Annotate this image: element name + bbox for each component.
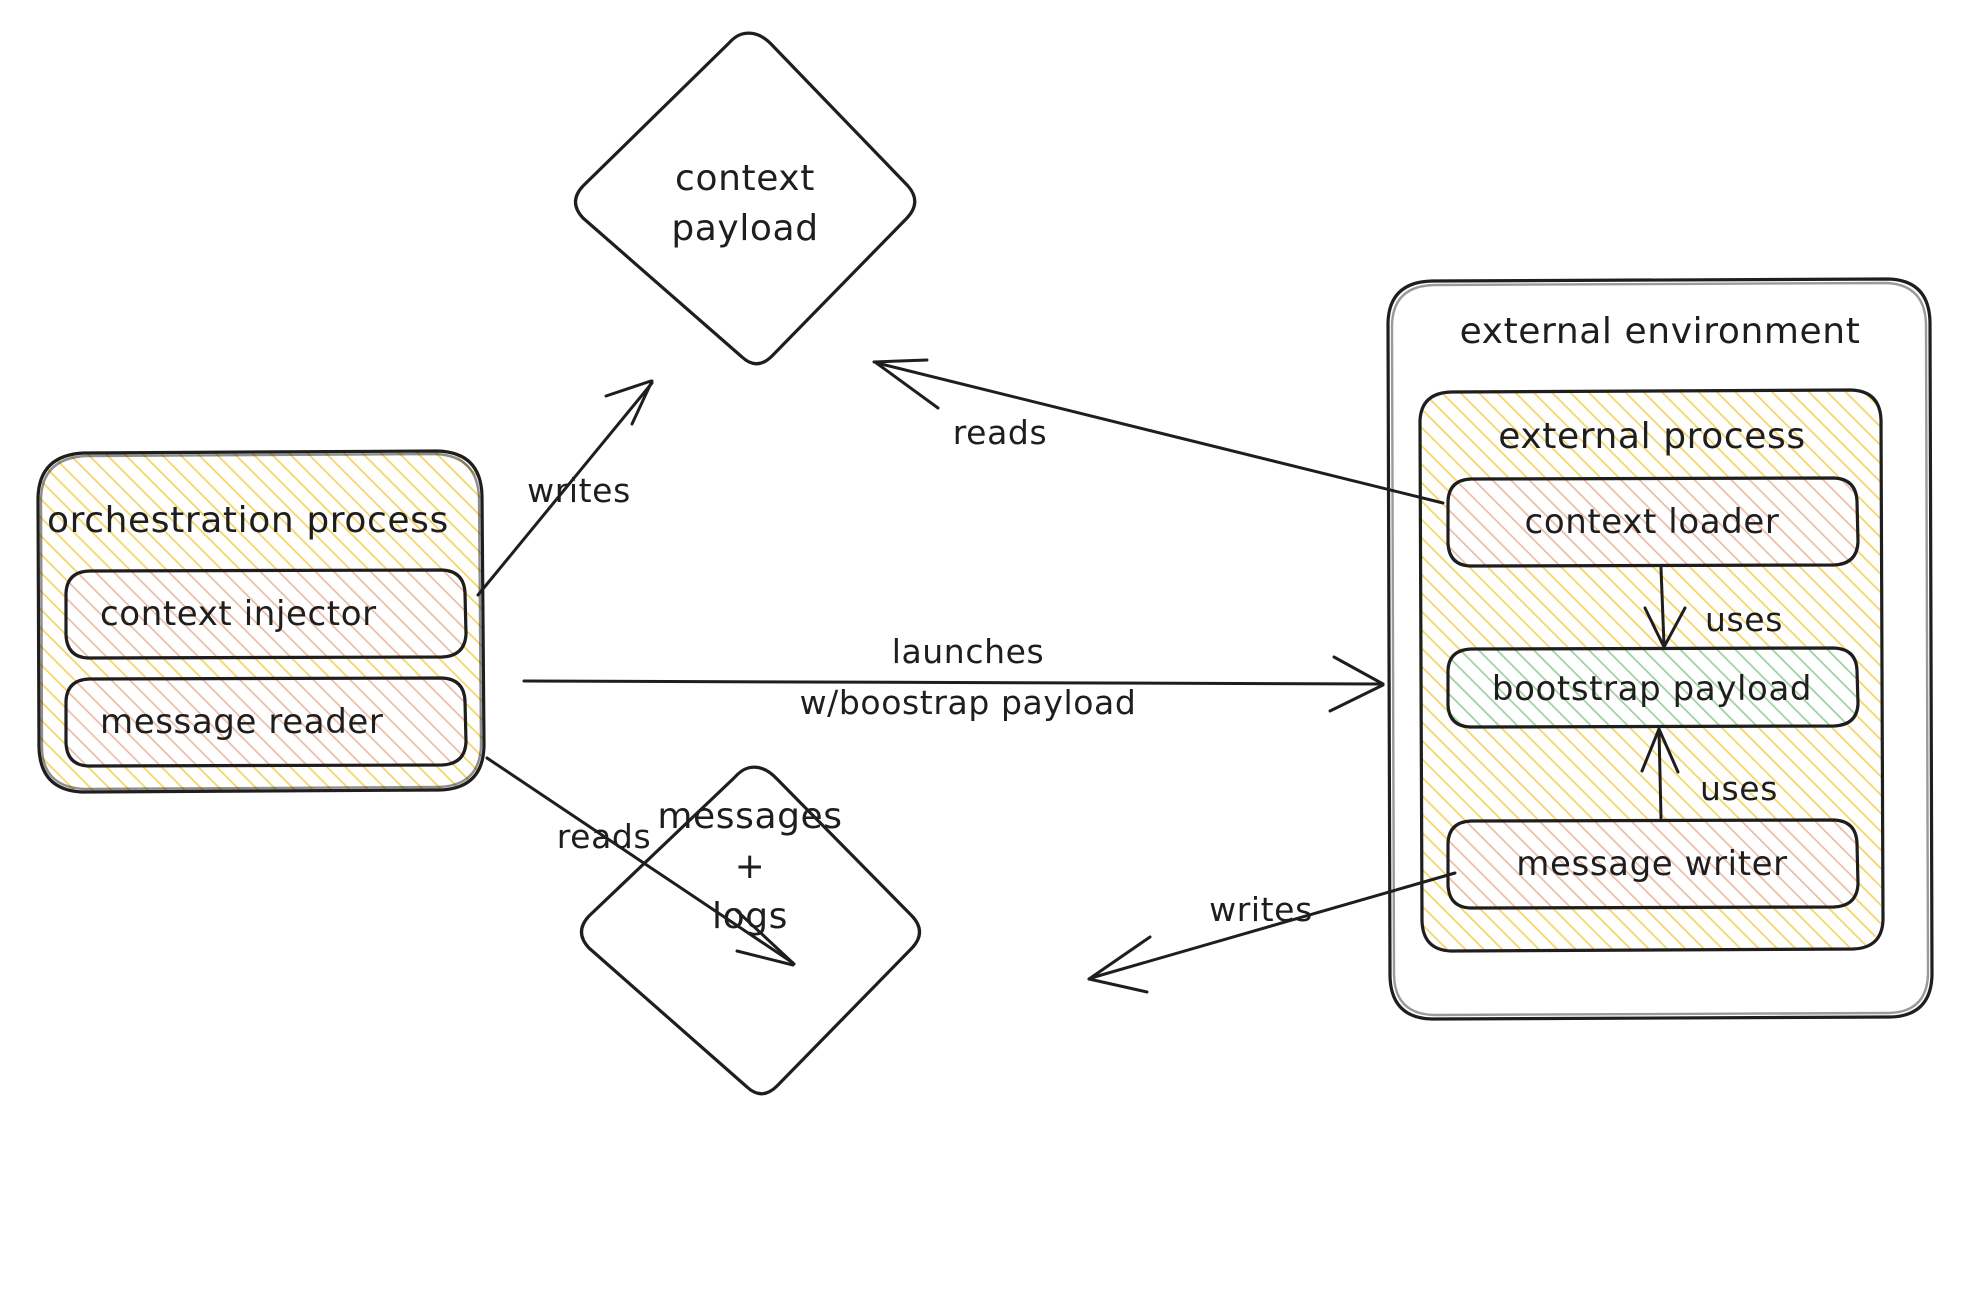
node-context-injector[interactable]: context injector [60,565,470,665]
node-context-loader[interactable]: context loader [1442,472,1862,572]
orchestration-process-label: orchestration process [47,500,449,541]
edge-label-uses-2: uses [1700,769,1778,808]
edge-uses-writer-bootstrap: uses [1640,727,1778,820]
message-writer-label: message writer [1516,844,1787,884]
node-bootstrap-payload[interactable]: bootstrap payload [1442,642,1862,734]
edge-label-launches-line1: launches [892,632,1045,671]
edge-label-writes-2: writes [1209,890,1313,929]
edge-reads-context-payload: reads [872,358,1445,505]
edge-reads-messages: reads [485,756,796,967]
external-environment-label: external environment [1460,311,1861,352]
edge-writes-context-payload: writes [476,379,654,597]
node-context-payload[interactable]: context payload [573,31,917,366]
external-process-label: external process [1498,416,1806,457]
node-message-writer[interactable]: message writer [1442,814,1862,914]
bootstrap-payload-label: bootstrap payload [1492,669,1812,709]
context-loader-fill [1448,478,1856,566]
edge-label-reads-1: reads [953,413,1048,452]
context-payload-label-line1: context [675,158,815,199]
context-payload-label-line2: payload [671,208,818,249]
context-loader-label: context loader [1525,502,1780,542]
node-message-reader[interactable]: message reader [60,673,470,773]
messages-logs-label-line2: + [735,846,766,887]
messages-logs-label-line1: messages [657,796,842,837]
edge-label-launches-line2: w/boostrap payload [800,683,1137,722]
message-reader-label: message reader [100,702,383,742]
message-reader-fill [66,678,464,766]
node-messages-logs[interactable]: messages + logs [579,765,922,1096]
edge-uses-loader-bootstrap: uses [1643,566,1783,649]
edge-label-uses-1: uses [1705,600,1783,639]
context-injector-fill [66,570,464,658]
context-injector-label: context injector [100,594,377,634]
message-writer-fill [1448,820,1856,908]
edge-label-writes-1: writes [527,471,631,510]
bootstrap-payload-fill [1448,648,1856,726]
node-external-environment[interactable]: external environment [1386,277,1934,1021]
edge-writes-messages: writes [1087,871,1457,994]
edge-label-reads-2: reads [557,817,652,856]
edge-launches: launches w/boostrap payload [522,632,1385,722]
